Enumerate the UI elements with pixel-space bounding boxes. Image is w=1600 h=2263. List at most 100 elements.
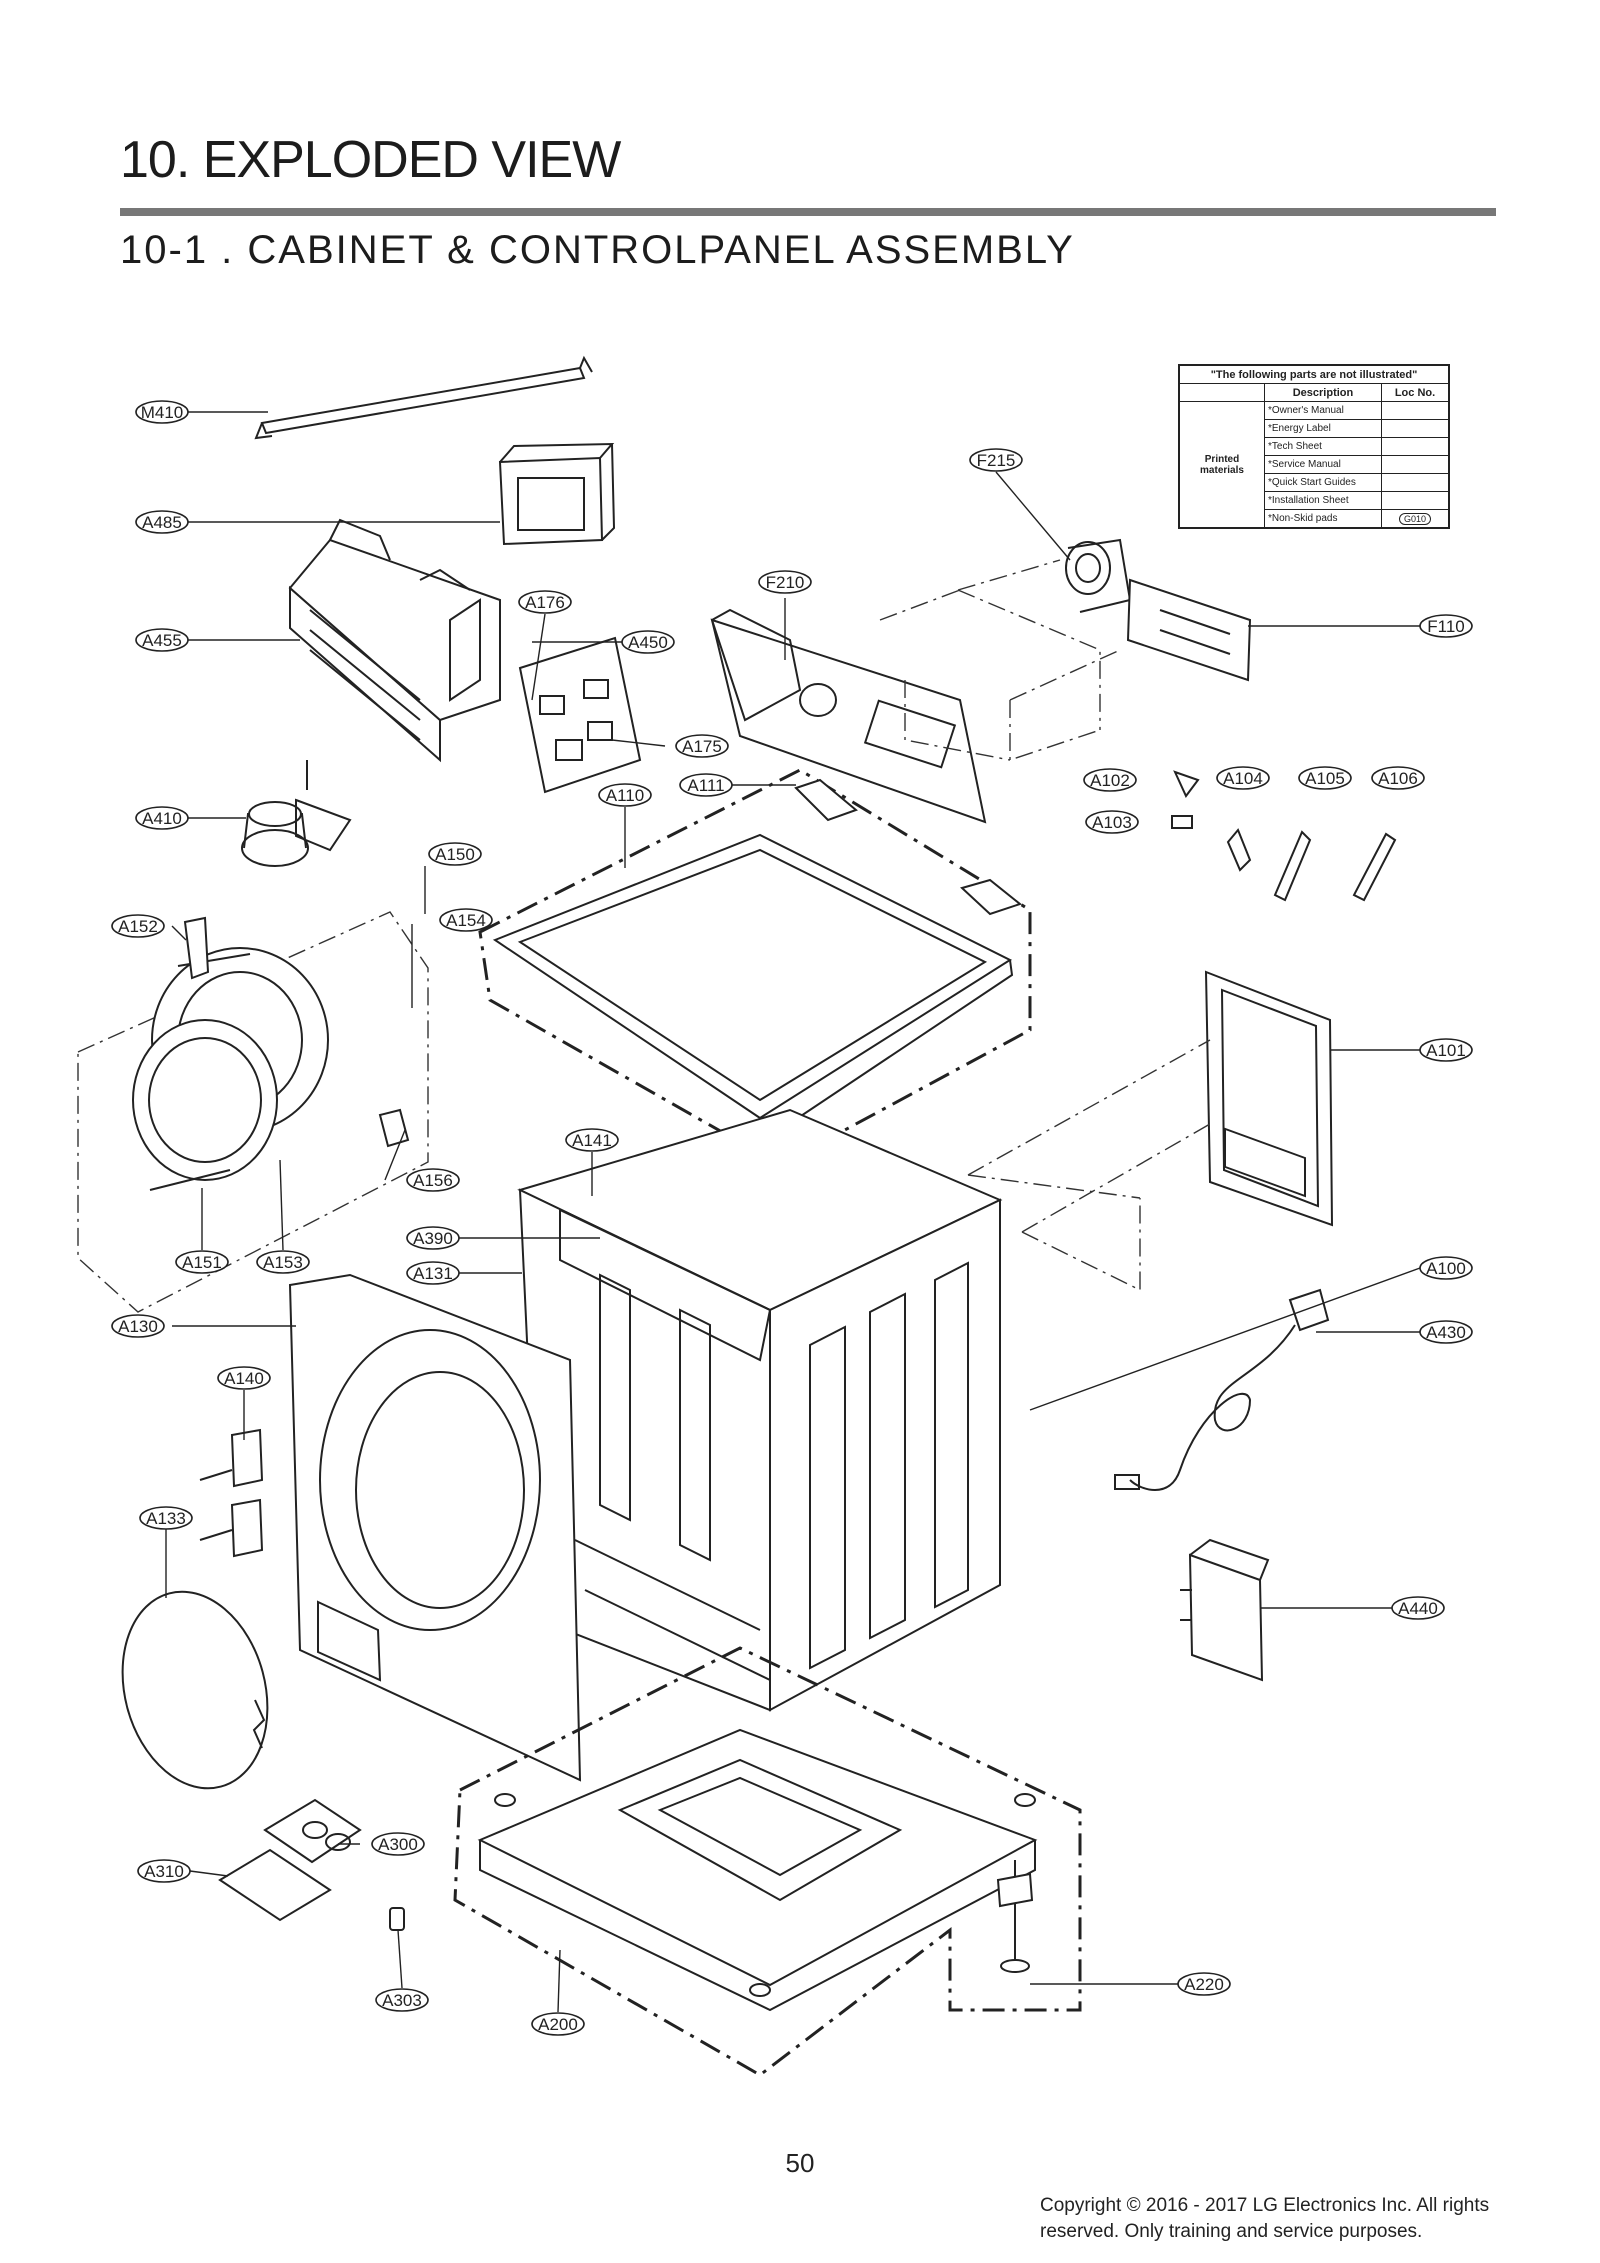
part-a450-clip-set	[518, 636, 642, 794]
row-loc	[1381, 401, 1450, 420]
svg-text:A105: A105	[1305, 769, 1345, 788]
copyright-notice: Copyright © 2016 - 2017 LG Electronics I…	[1040, 2193, 1560, 2245]
label-a300: A300	[371, 1832, 425, 1856]
table-row: *Energy Label	[1179, 419, 1450, 438]
svg-text:A140: A140	[224, 1369, 264, 1388]
copyright-line: reserved. Only training and service purp…	[1040, 2221, 1423, 2242]
svg-text:F110: F110	[1427, 617, 1465, 636]
svg-text:F210: F210	[766, 573, 805, 592]
label-m410: M410	[135, 400, 189, 424]
label-a220: A220	[1177, 1972, 1231, 1996]
svg-text:A104: A104	[1223, 769, 1263, 788]
svg-text:A455: A455	[142, 631, 182, 650]
svg-text:A103: A103	[1092, 813, 1132, 832]
label-a140: A140	[217, 1366, 271, 1390]
copyright-line: Copyright © 2016 - 2017 LG Electronics I…	[1040, 2195, 1490, 2216]
part-a133-clamp-ring	[121, 1590, 269, 1790]
row-description: *Non-Skid pads	[1264, 509, 1382, 529]
svg-text:A220: A220	[1184, 1975, 1224, 1994]
svg-text:A100: A100	[1426, 1259, 1466, 1278]
svg-text:A156: A156	[413, 1171, 453, 1190]
part-a150-door-ring	[77, 911, 429, 1313]
table-row: *Installation Sheet	[1179, 491, 1450, 510]
svg-text:M410: M410	[141, 403, 184, 422]
label-a151: A151	[175, 1250, 229, 1274]
part-f110-display-pcb	[1126, 578, 1252, 682]
part-a101-rear-panel	[1204, 970, 1334, 1227]
row-description: *Tech Sheet	[1264, 437, 1382, 456]
page-title: 10. EXPLODED VIEW	[120, 131, 621, 189]
part-a140-door-hinge	[199, 1428, 264, 1558]
row-description: *Energy Label	[1264, 419, 1382, 438]
label-a303: A303	[375, 1988, 429, 2012]
svg-text:A101: A101	[1426, 1041, 1466, 1060]
label-a102: A102	[1083, 768, 1137, 792]
row-description: *Owner's Manual	[1264, 401, 1382, 420]
svg-text:A303: A303	[382, 1991, 422, 2010]
row-description: *Service Manual	[1264, 455, 1382, 474]
page-number: 50	[785, 2148, 815, 2178]
column-header-description: Description	[1264, 383, 1382, 402]
leader-lines	[165, 411, 1421, 2013]
part-a455-pcb-box	[288, 518, 501, 763]
svg-text:A133: A133	[146, 1509, 186, 1528]
row-description: *Quick Start Guides	[1264, 473, 1382, 492]
label-a200: A200	[531, 2012, 585, 2036]
part-a485-cover	[498, 442, 616, 546]
part-a430-power-cord	[1114, 1288, 1330, 1491]
svg-text:A106: A106	[1378, 769, 1418, 788]
svg-text:A151: A151	[182, 1253, 222, 1272]
label-a455: A455	[135, 628, 189, 652]
svg-text:A130: A130	[118, 1317, 158, 1336]
label-a133: A133	[139, 1506, 193, 1530]
section-subtitle: 10-1 . CABINET & CONTROLPANEL ASSEMBLY	[120, 228, 1075, 272]
label-a176: A176	[518, 590, 572, 614]
label-a101: A101	[1419, 1038, 1473, 1062]
row-loc	[1381, 455, 1450, 474]
table-corner-cell	[1178, 383, 1265, 402]
part-a110-top-plate	[478, 768, 1032, 1167]
part-a200-base-frame	[453, 1646, 1082, 2077]
svg-text:A150: A150	[435, 845, 475, 864]
label-a110: A110	[598, 783, 652, 807]
svg-text:A111: A111	[687, 776, 724, 795]
part-a220-leveling-leg	[996, 1860, 1034, 1973]
part-m410-bracket	[254, 355, 593, 440]
label-a175: A175	[675, 734, 729, 758]
part-a100-cabinet	[517, 1108, 1003, 1712]
label-f215: F215	[969, 448, 1023, 472]
label-a156: A156	[406, 1168, 460, 1192]
label-a410: A410	[135, 806, 189, 830]
title-divider	[120, 208, 1496, 216]
row-loc: G010	[1381, 509, 1450, 529]
label-a111: A111	[679, 773, 733, 797]
label-a130: A130	[111, 1314, 165, 1338]
row-loc	[1381, 491, 1450, 510]
part-a152-door-handle	[183, 916, 210, 980]
label-a100: A100	[1419, 1256, 1473, 1280]
label-a430: A430	[1419, 1320, 1473, 1344]
part-a440-noise-filter	[1180, 1538, 1270, 1682]
label-a152: A152	[111, 914, 165, 938]
svg-text:A390: A390	[413, 1229, 453, 1248]
row-loc	[1381, 473, 1450, 492]
group-label: Printed materials	[1178, 401, 1265, 529]
label-a105: A105	[1298, 766, 1352, 790]
part-a102-a106-hardware	[1171, 770, 1397, 902]
label-a450: A450	[621, 630, 675, 654]
svg-text:A300: A300	[378, 1835, 418, 1854]
row-loc	[1381, 437, 1450, 456]
label-a485: A485	[135, 510, 189, 534]
part-f215-knob	[1065, 538, 1132, 613]
table-row: Printed materials *Owner's Manual	[1178, 401, 1450, 529]
label-a131: A131	[406, 1261, 460, 1285]
table-row: *Non-Skid pads G010	[1179, 509, 1450, 529]
svg-text:A410: A410	[142, 809, 182, 828]
label-a390: A390	[406, 1226, 460, 1250]
svg-text:A141: A141	[572, 1131, 612, 1150]
label-a153: A153	[256, 1250, 310, 1274]
svg-text:A200: A200	[538, 2015, 578, 2034]
label-a310: A310	[137, 1859, 191, 1883]
svg-text:A485: A485	[142, 513, 182, 532]
